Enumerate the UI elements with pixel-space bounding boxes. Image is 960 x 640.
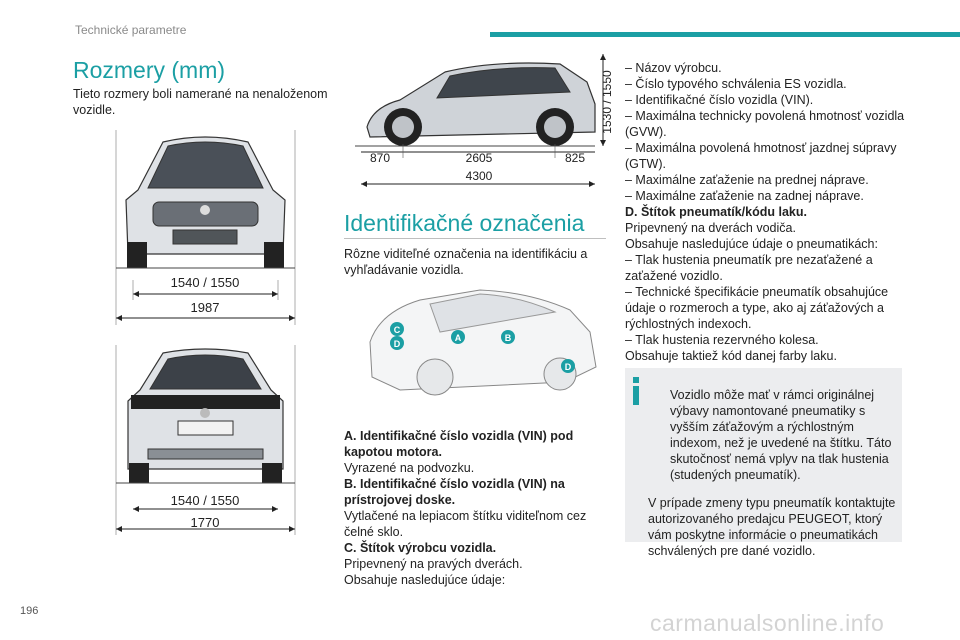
front-overhang-label: 870 — [370, 151, 390, 165]
page-number: 196 — [20, 605, 39, 617]
list-item: – Tlak hustenia pneumatík pre nezaťažené… — [625, 253, 873, 283]
header-accent-bar — [490, 32, 960, 37]
front-track-label: 1540 / 1550 — [171, 275, 240, 290]
note-first-paragraph: Vozidlo môže mať v rámci originálnej výb… — [670, 387, 892, 482]
identification-rule — [344, 238, 606, 239]
front-width-label: 1987 — [191, 300, 220, 315]
info-note — [625, 368, 902, 542]
plate-details: – Názov výrobcu. – Číslo typového schvál… — [625, 60, 905, 364]
svg-text:D: D — [565, 362, 572, 372]
dimensions-title: Rozmery (mm) — [73, 57, 226, 83]
info-icon — [633, 377, 639, 405]
peugeot-logo-icon — [200, 408, 210, 418]
rear-view-figure: 1540 / 1550 1770 — [115, 345, 296, 535]
info-note-text: Vozidlo môže mať v rámci originálnej výb… — [648, 374, 896, 572]
list-item: Pripevnený na dverách vodiča. — [625, 221, 796, 235]
list-item: – Maximálna technicky povolená hmotnosť … — [625, 109, 905, 139]
list-item: – Názov výrobcu. — [625, 61, 722, 75]
svg-text:D: D — [394, 339, 401, 349]
item-b-heading: B. Identifikačné číslo vozidla (VIN) na … — [344, 477, 565, 507]
front-view-figure: 1540 / 1550 1987 — [115, 130, 296, 325]
svg-text:A: A — [455, 333, 462, 343]
running-title: Technické parametre — [75, 23, 187, 37]
rear-overhang-label: 825 — [565, 151, 585, 165]
rear-width-label: 1770 — [191, 515, 220, 530]
list-item: – Maximálne zaťaženie na prednej náprave… — [625, 173, 869, 187]
item-a-text: Vyrazené na podvozku. — [344, 461, 475, 475]
wheelbase-label: 2605 — [466, 151, 493, 165]
marker-b: B — [501, 330, 515, 344]
identification-list: A. Identifikačné číslo vozidla (VIN) pod… — [344, 428, 606, 588]
list-item: – Technické špecifikácie pneumatík obsah… — [625, 285, 889, 331]
length-label: 4300 — [466, 169, 493, 183]
item-c-heading: C. Štítok výrobcu vozidla. — [344, 541, 497, 555]
dimensions-intro: Tieto rozmery boli namerané na nenaložen… — [73, 87, 328, 117]
identification-figure: C D A B D — [369, 289, 597, 396]
item-d-heading: D. Štítok pneumatík/kódu laku. — [625, 205, 807, 219]
peugeot-logo-icon — [200, 205, 210, 215]
list-item: – Číslo typového schválenia ES vozidla. — [625, 77, 847, 91]
item-a-heading: A. Identifikačné číslo vozidla (VIN) pod… — [344, 429, 574, 459]
list-item: Obsahuje taktiež kód danej farby laku. — [625, 349, 837, 363]
item-b-text: Vytlačené na lepiacom štítku viditeľnom … — [344, 509, 587, 539]
list-item: – Identifikačné číslo vozidla (VIN). — [625, 93, 814, 107]
svg-text:C: C — [394, 325, 401, 335]
list-item: Obsahuje nasledujúce údaje o pneumatikác… — [625, 237, 878, 251]
watermark: carmanualsonline.info — [650, 610, 885, 636]
identification-intro: Rôzne viditeľné označenia na identifikác… — [344, 247, 588, 277]
note-second-paragraph: V prípade zmeny typu pneumatík kontaktuj… — [648, 496, 896, 558]
svg-text:B: B — [505, 333, 512, 343]
marker-a: A — [451, 330, 465, 344]
list-item: – Maximálna povolená hmotnosť jazdnej sú… — [625, 141, 897, 171]
rear-track-label: 1540 / 1550 — [171, 493, 240, 508]
item-c-text: Pripevnený na pravých dverách. Obsahuje … — [344, 557, 523, 587]
identification-title: Identifikačné označenia — [344, 210, 585, 236]
side-view-figure: 870 2605 825 4300 1530 / 1550 — [355, 54, 613, 187]
list-item: – Maximálne zaťaženie na zadnej náprave. — [625, 189, 864, 203]
marker-d-right: D — [561, 359, 575, 373]
height-label: 1530 / 1550 — [600, 70, 613, 134]
marker-d-left: D — [390, 336, 404, 350]
marker-c: C — [390, 322, 404, 336]
list-item: – Tlak hustenia rezervného kolesa. — [625, 333, 819, 347]
